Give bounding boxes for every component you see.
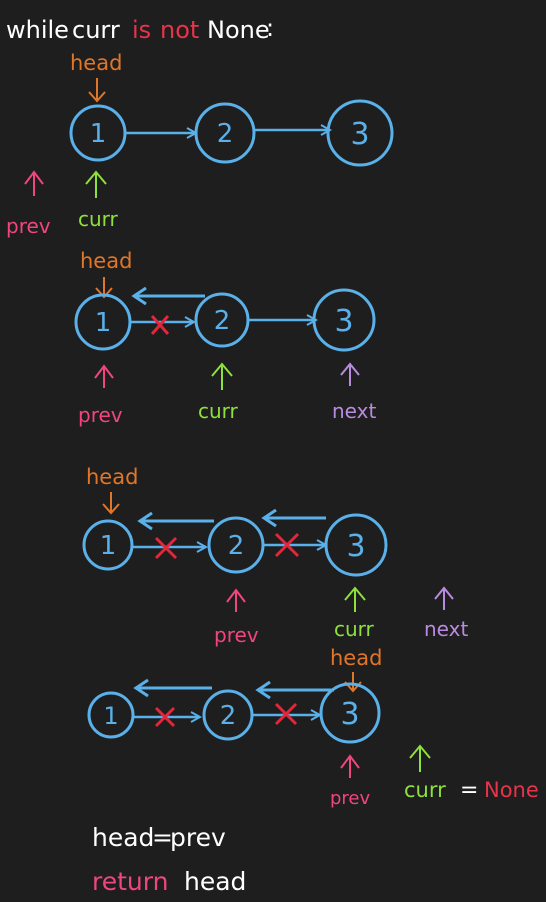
node-value: 2	[217, 119, 234, 149]
curr-label: curr	[334, 617, 375, 641]
prev-pointer-arrow	[226, 588, 246, 612]
curr-pointer-arrow	[409, 744, 431, 772]
node-value: 3	[334, 304, 353, 339]
head-pointer-arrow	[344, 672, 362, 693]
head-pointer-arrow	[88, 78, 106, 103]
reversed-link-arrow	[131, 286, 205, 306]
equals-sign: =	[460, 778, 478, 803]
node-circle	[319, 682, 381, 744]
step-3: head 1 2 3 pre	[82, 465, 468, 647]
return-keyword: return	[92, 867, 168, 896]
node-circle	[87, 691, 135, 739]
assign-eq: =	[152, 823, 173, 852]
head-label: head	[330, 646, 382, 670]
assign-rhs: prev	[170, 823, 226, 852]
node-value: 3	[340, 697, 359, 732]
head-label: head	[70, 51, 122, 75]
node-circle	[194, 102, 256, 164]
node-circle	[312, 288, 376, 352]
node-circle	[82, 519, 134, 571]
prev-label: prev	[78, 403, 123, 427]
prev-label: prev	[214, 623, 259, 647]
curr-pointer-arrow	[85, 170, 107, 198]
curr-label: curr	[404, 778, 446, 802]
node-value: 1	[95, 308, 112, 338]
head-label: head	[80, 249, 132, 273]
prev-label: prev	[330, 788, 371, 809]
node-value: 2	[228, 531, 245, 561]
next-pointer-arrow	[434, 586, 454, 610]
header-curr: curr	[72, 16, 120, 44]
next-pointer-arrow	[340, 362, 360, 386]
cross-mark	[150, 315, 170, 335]
reversed-link-arrow	[261, 508, 326, 528]
assign-lhs: head	[92, 823, 154, 852]
curr-label: curr	[198, 399, 239, 423]
prev-pointer-arrow	[340, 754, 360, 778]
node-circle	[326, 99, 394, 167]
header-not: not	[160, 16, 199, 44]
step-1: head 1 2 3 prev curr	[6, 51, 394, 238]
node-value: 3	[350, 117, 369, 152]
head-pointer-arrow	[102, 492, 120, 515]
reversed-link-arrow	[133, 678, 212, 698]
cross-mark	[154, 706, 176, 728]
cross-mark	[154, 536, 178, 560]
footer-code: head = prev return head	[92, 823, 246, 896]
header-none: None	[207, 16, 270, 44]
curr-pointer-arrow	[211, 362, 233, 390]
node-value: 1	[90, 119, 107, 149]
prev-pointer-arrow	[94, 364, 114, 388]
reversed-link-arrow	[137, 511, 214, 531]
head-label: head	[86, 465, 138, 489]
node-value: 1	[100, 531, 117, 561]
node-value: 1	[103, 702, 118, 730]
next-label: next	[424, 617, 468, 641]
prev-label: prev	[6, 214, 51, 238]
prev-pointer-arrow	[24, 170, 44, 196]
reversed-link-arrow	[255, 680, 334, 700]
step-4: head 1 2 3 pre	[87, 646, 539, 809]
head-pointer-arrow	[95, 277, 113, 299]
node-value: 2	[220, 701, 237, 731]
header-colon: :	[266, 14, 274, 42]
node-value: 2	[214, 306, 231, 336]
curr-label: curr	[78, 207, 119, 231]
return-value: head	[184, 867, 246, 896]
header-is: is	[132, 16, 151, 44]
cross-mark	[274, 702, 298, 726]
node-value: 3	[346, 529, 365, 564]
loop-header: while curr is not None :	[6, 14, 274, 44]
next-label: next	[332, 399, 376, 423]
curr-pointer-arrow	[344, 586, 366, 612]
header-while: while	[6, 16, 69, 44]
node-circle	[324, 513, 388, 577]
cross-mark	[274, 532, 300, 558]
step-2: head 1 2 3 prev curr	[74, 249, 376, 427]
none-value: None	[484, 778, 539, 802]
